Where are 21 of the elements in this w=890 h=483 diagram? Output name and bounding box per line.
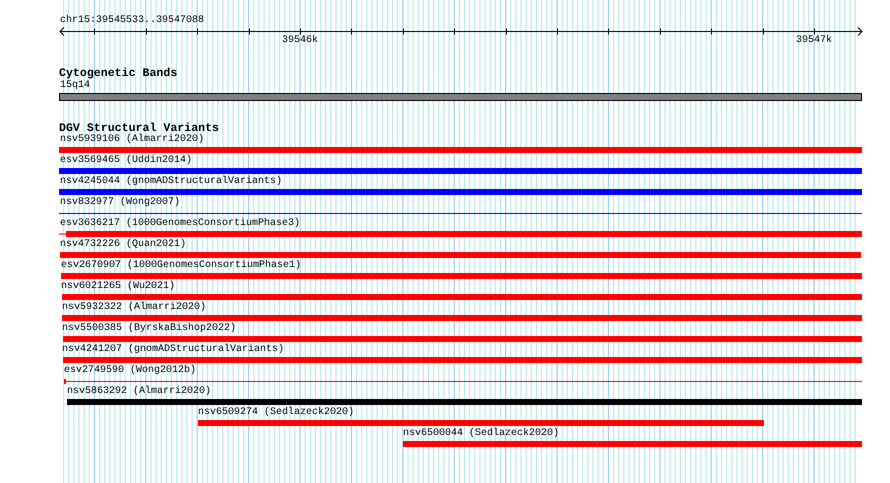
variant-label: esv3636217 (1000GenomesConsortiumPhase3) [60,218,300,230]
variant-label: nsv4241207 (gnomADStructuralVariants) [62,344,284,356]
tick-label: 39547k [796,35,832,47]
tick-label: 39546k [282,35,318,47]
variant-label: nsv5863292 (Almarri2020) [67,386,212,398]
variant-label: nsv5932322 (Almarri2020) [62,302,206,314]
band-label: 15q14 [60,80,90,92]
variant-label: nsv832977 (Wong2007) [60,197,180,209]
variant-label: nsv4732226 (Quan2021) [60,239,186,251]
variant-label: nsv6021265 (Wu2021) [61,281,176,293]
variant-label: nsv6509274 (Sedlazeck2020) [198,407,354,419]
variant-label: esv3569465 (Uddin2014) [60,155,192,167]
variant-label: nsv4245044 (gnomADStructuralVariants) [60,176,282,188]
variant-label: nsv6500044 (Sedlazeck2020) [403,428,560,440]
track-heading: Cytogenetic Bands [59,67,178,80]
coordinate-label: chr15:39545533..39547088 [60,15,204,27]
variant-label: esv2749590 (Wong2012b) [64,365,196,377]
variant-label: nsv5939106 (Almarri2020) [60,134,204,146]
variant-label: nsv5500385 (ByrskaBishop2022) [62,323,236,335]
variant-label: esv2670907 (1000GenomesConsortiumPhase1) [61,260,302,272]
track-heading: DGV Structural Variants [59,122,220,135]
